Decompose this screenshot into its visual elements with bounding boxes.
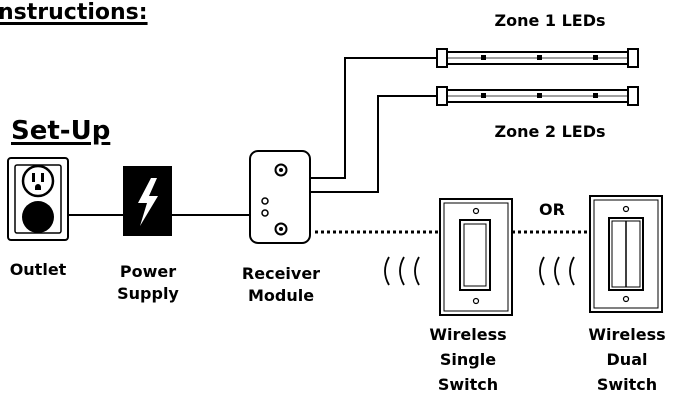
dual-switch-label-line: Dual [606,350,648,369]
led-strip-icon [436,48,639,68]
or-label: OR [539,200,565,219]
outlet-icon [7,157,69,241]
dual-switch-label-line: Switch [596,375,658,394]
single-switch-label-line: Switch [437,375,499,394]
power-supply-label-line: Power [119,262,177,281]
power-supply-label: Power Supply [105,261,191,305]
zone2-leds-label: Zone 2 LEDs [494,122,606,141]
wire-zone1 [310,57,437,179]
wire-zone2 [310,95,437,193]
receiver-module-label-line: Receiver [241,264,321,283]
single-rocker-switch-icon [439,198,513,316]
single-switch-label: Wireless Single Switch [418,322,518,397]
dual-switch-label: Wireless Dual Switch [577,322,677,397]
instructions-heading: nstructions: [0,0,148,25]
single-switch-label-line: Wireless [429,325,507,344]
power-supply-label-line: Supply [117,284,179,303]
dual-switch-label-line: Wireless [588,325,666,344]
outlet-label: Outlet [9,260,67,279]
single-switch-label-line: Single [439,350,497,369]
receiver-module-label: Receiver Module [229,263,333,307]
lightning-bolt-icon [123,166,172,236]
zone1-leds-label: Zone 1 LEDs [494,11,606,30]
radio-wave-icon [384,256,420,286]
led-strip-icon [436,86,639,106]
setup-heading: Set-Up [11,116,111,146]
receiver-module-label-line: Module [247,286,315,305]
dual-rocker-switch-icon [589,195,663,313]
receiver-module-icon [249,150,311,244]
radio-wave-icon [539,256,575,286]
